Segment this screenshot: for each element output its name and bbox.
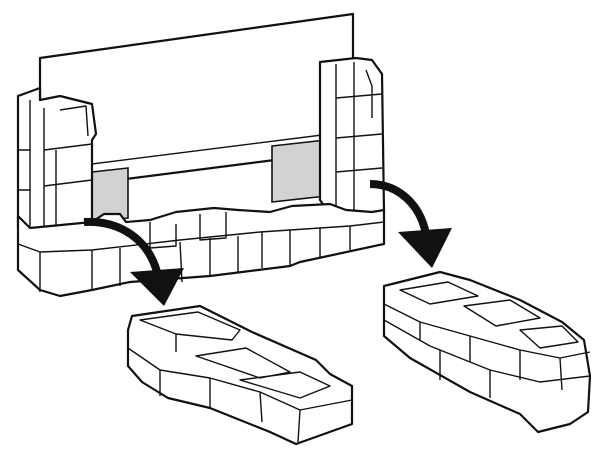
right-packing-block bbox=[382, 270, 592, 434]
right-foam-post bbox=[318, 56, 386, 222]
removal-arrow-right bbox=[369, 180, 452, 268]
left-foam-post bbox=[16, 86, 98, 246]
left-packing-block bbox=[126, 304, 354, 446]
removal-arrow-left bbox=[83, 217, 184, 306]
panel-shade bbox=[91, 139, 327, 223]
